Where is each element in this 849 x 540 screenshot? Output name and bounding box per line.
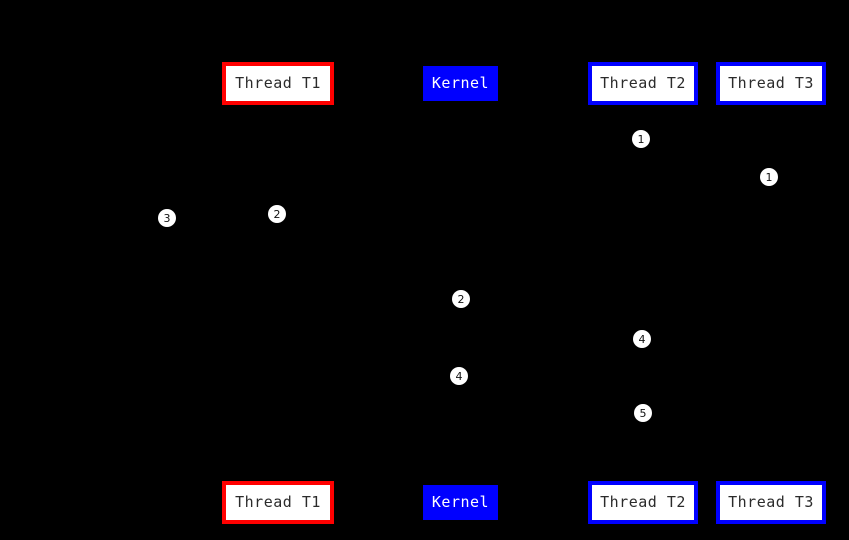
participant-label: Thread T2: [600, 493, 686, 511]
participant-box-t3-top[interactable]: Thread T3: [716, 62, 826, 105]
participant-box-t2-bottom[interactable]: Thread T2: [588, 481, 698, 524]
message-arrow-head: [167, 224, 176, 234]
participant-box-t1-top[interactable]: Thread T1: [222, 62, 334, 105]
step-badge: 1: [632, 130, 650, 148]
message-arrow-line: [643, 188, 771, 189]
participant-box-t2-top[interactable]: Thread T2: [588, 62, 698, 105]
message-arrow-head: [634, 420, 643, 430]
participant-label: Thread T1: [235, 493, 321, 511]
participant-label: Thread T1: [235, 74, 321, 92]
message-arrow-head: [634, 346, 643, 356]
message-arrow-head: [762, 146, 771, 156]
participant-box-kernel-bottom[interactable]: Kernel: [423, 485, 498, 520]
participant-label: Thread T2: [600, 74, 686, 92]
step-badge: 4: [633, 330, 651, 348]
step-badge: 3: [158, 209, 176, 227]
step-badge: 5: [634, 404, 652, 422]
step-badge: 2: [452, 290, 470, 308]
participant-label: Kernel: [431, 74, 490, 92]
message-arrow-head: [460, 306, 469, 316]
participant-box-t1-bottom[interactable]: Thread T1: [222, 481, 334, 524]
message-arrow-line: [643, 150, 771, 151]
lifeline: [771, 105, 772, 481]
message-arrow-head: [634, 383, 643, 393]
activation-bar: [767, 166, 776, 206]
participant-label: Kernel: [431, 493, 490, 511]
activation-bar: [639, 128, 648, 428]
participant-label: Thread T3: [728, 74, 814, 92]
participant-label: Thread T3: [728, 493, 814, 511]
step-badge: 4: [450, 367, 468, 385]
activation-bar: [456, 283, 465, 393]
message-arrow-line: [167, 228, 278, 229]
message-arrow-line: [460, 310, 643, 311]
message-arrow-line: [460, 350, 643, 351]
message-arrow-head: [643, 184, 652, 194]
step-badge: 2: [268, 205, 286, 223]
participant-box-kernel-top[interactable]: Kernel: [423, 66, 498, 101]
participant-box-t3-bottom[interactable]: Thread T3: [716, 481, 826, 524]
step-badge: 1: [760, 168, 778, 186]
message-arrow-line: [643, 424, 644, 425]
lifeline: [278, 105, 279, 481]
message-arrow-line: [460, 387, 643, 388]
